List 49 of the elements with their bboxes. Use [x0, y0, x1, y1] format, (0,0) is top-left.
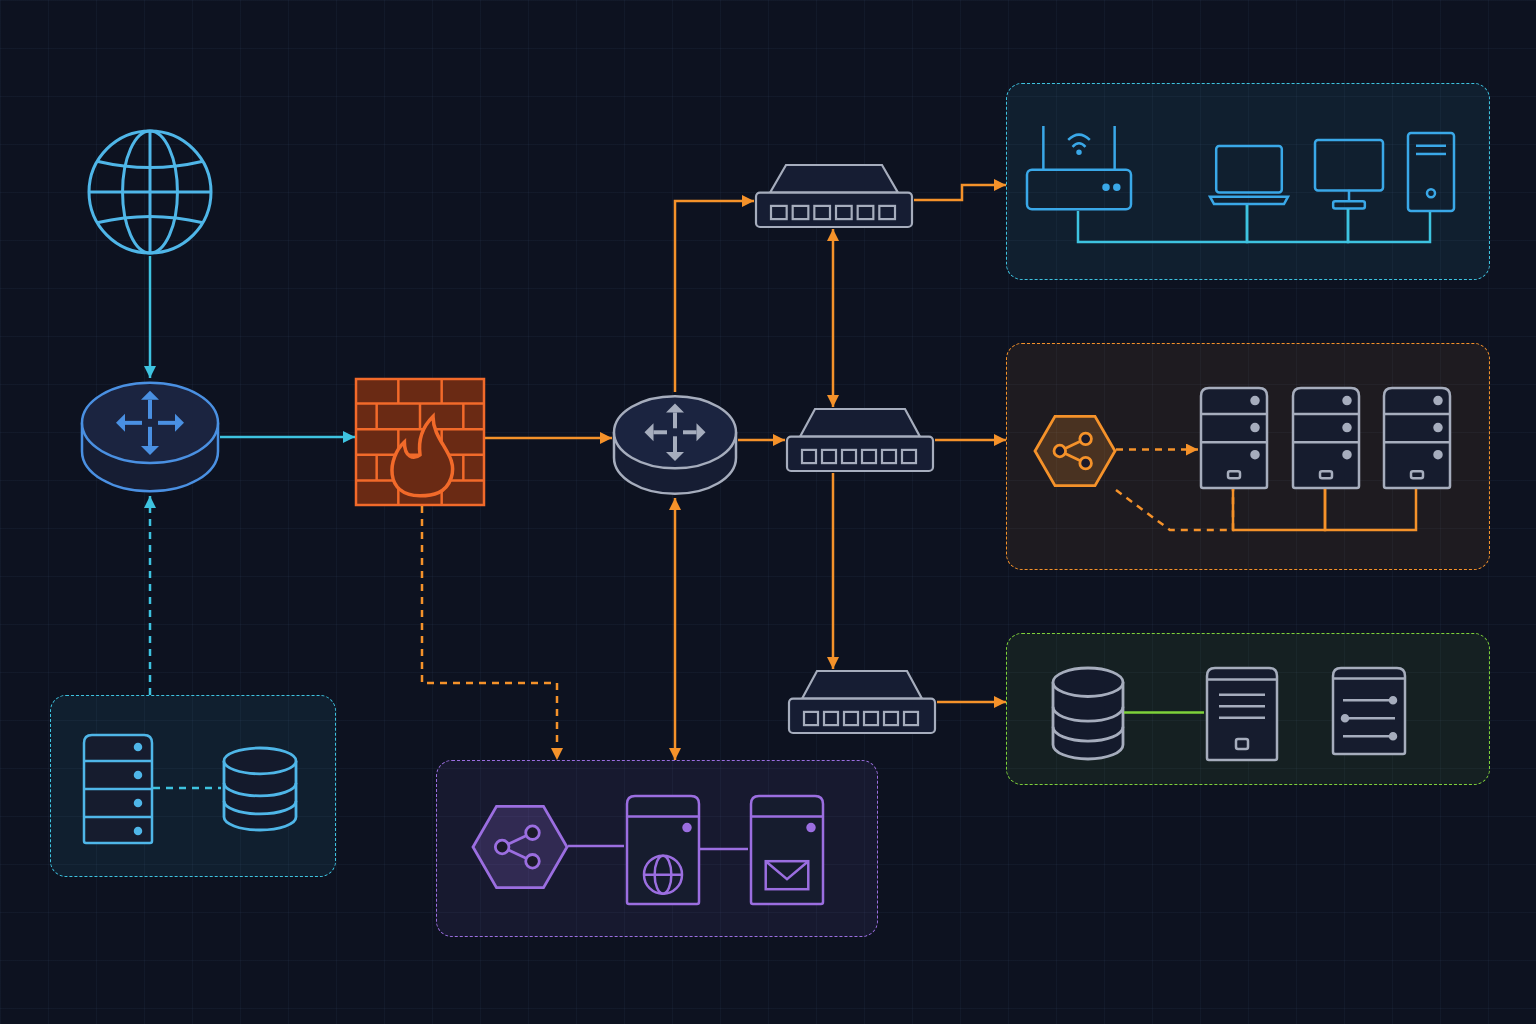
arrow	[914, 179, 1006, 202]
desktop-tower-icon	[1406, 131, 1456, 213]
globe-icon	[85, 128, 215, 256]
database-icon	[222, 746, 298, 832]
connector-line	[153, 786, 221, 790]
network-zone-panel	[436, 760, 878, 937]
laptop-icon	[1208, 144, 1290, 206]
firewall-icon	[355, 378, 485, 506]
network-switch-icon	[754, 163, 914, 229]
arrow	[220, 431, 355, 443]
connector-line	[1346, 209, 1432, 244]
network-zone-panel	[1006, 83, 1490, 280]
arrow	[669, 498, 681, 760]
arrow	[485, 432, 612, 444]
network-zone-panel	[1006, 343, 1490, 570]
monitor-icon	[1313, 138, 1385, 210]
arrow	[827, 229, 839, 407]
server-icon	[1205, 666, 1279, 762]
connector-line	[1124, 711, 1204, 714]
connector-line	[1245, 205, 1350, 244]
connector-line	[1231, 489, 1327, 532]
arrow	[673, 195, 754, 392]
connector-line	[568, 844, 624, 848]
network-zone-panel	[1006, 633, 1490, 785]
wifi-router-icon	[1025, 124, 1133, 212]
server-icon	[1199, 386, 1269, 490]
connector-line	[1323, 489, 1418, 532]
arrow	[420, 506, 563, 760]
server-icon	[1382, 386, 1452, 490]
arrow	[827, 473, 839, 669]
arrow	[144, 256, 156, 378]
server-icon	[625, 794, 701, 906]
router-icon	[80, 378, 220, 496]
arrow	[1116, 443, 1198, 456]
server-icon	[1291, 386, 1361, 490]
network-switch-icon	[785, 407, 935, 473]
share-hexagon-icon	[471, 803, 569, 891]
arrow	[937, 696, 1006, 708]
connector-line	[700, 847, 748, 851]
database-icon	[1051, 666, 1125, 761]
network-zone-panel	[50, 695, 336, 877]
server-icon	[749, 794, 825, 906]
server-icon	[1331, 666, 1407, 756]
router-icon	[612, 392, 738, 498]
arrow	[935, 434, 1006, 446]
network-switch-icon	[787, 669, 937, 735]
arrow	[738, 434, 785, 446]
server-icon	[82, 733, 154, 845]
arrow	[144, 496, 156, 695]
